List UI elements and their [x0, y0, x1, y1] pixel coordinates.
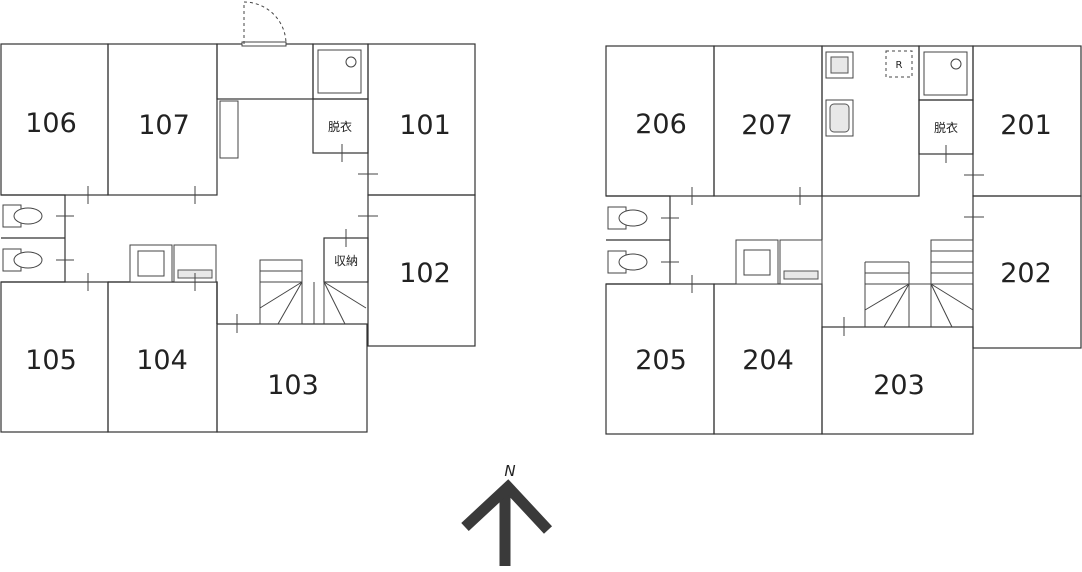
room-number-105: 105 [25, 345, 77, 376]
r-mark-box: R [885, 50, 913, 78]
washer-1 [129, 244, 173, 283]
toilet-1b [2, 248, 43, 272]
door-marks-1 [56, 144, 378, 333]
floor-1-plan: 106 107 101 102 103 104 105 脱衣 収納 [0, 1, 476, 433]
room-number-106: 106 [25, 108, 77, 139]
washer-2 [735, 239, 779, 285]
room-number-107: 107 [138, 110, 190, 141]
room-number-205: 205 [635, 345, 687, 376]
entrance-door [241, 41, 287, 47]
toilet-2b [607, 250, 648, 274]
room-number-102: 102 [399, 258, 451, 289]
entrance-door-swing [243, 1, 287, 45]
room-number-104: 104 [136, 345, 188, 376]
washbasin-2 [779, 239, 823, 285]
dressing-label-2: 脱衣 [934, 120, 958, 135]
kitchen-sink-2 [825, 99, 854, 137]
room-number-103: 103 [267, 370, 319, 401]
entrance-area [216, 43, 314, 100]
room-number-207: 207 [741, 110, 793, 141]
room-number-101: 101 [399, 110, 451, 141]
dressing-label-1: 脱衣 [328, 119, 352, 134]
room-number-204: 204 [742, 345, 794, 376]
bathtub-1 [317, 49, 362, 94]
room-number-202: 202 [1000, 258, 1052, 289]
floor-2-plan: R [605, 45, 1082, 435]
room-number-201: 201 [1000, 110, 1052, 141]
bathtub-1-drain [345, 56, 357, 68]
bathtub-2 [923, 51, 968, 96]
north-arrow-icon: N [461, 462, 553, 566]
shoe-cabinet-1 [219, 100, 239, 159]
corridor-wall-south [108, 281, 218, 324]
door-marks-2 [661, 145, 984, 336]
staircase-2 [864, 239, 974, 328]
bathtub-2-drain [950, 58, 962, 70]
r-mark-label: R [896, 60, 903, 71]
room-number-206: 206 [635, 109, 687, 140]
room-107 [107, 43, 218, 196]
staircase-1 [259, 259, 367, 325]
north-label: N [504, 462, 515, 480]
toilet-1a [2, 204, 43, 228]
room-number-203: 203 [873, 370, 925, 401]
stove-2 [825, 51, 854, 79]
toilet-2a [607, 206, 648, 230]
storage-label-1: 収納 [334, 254, 358, 268]
